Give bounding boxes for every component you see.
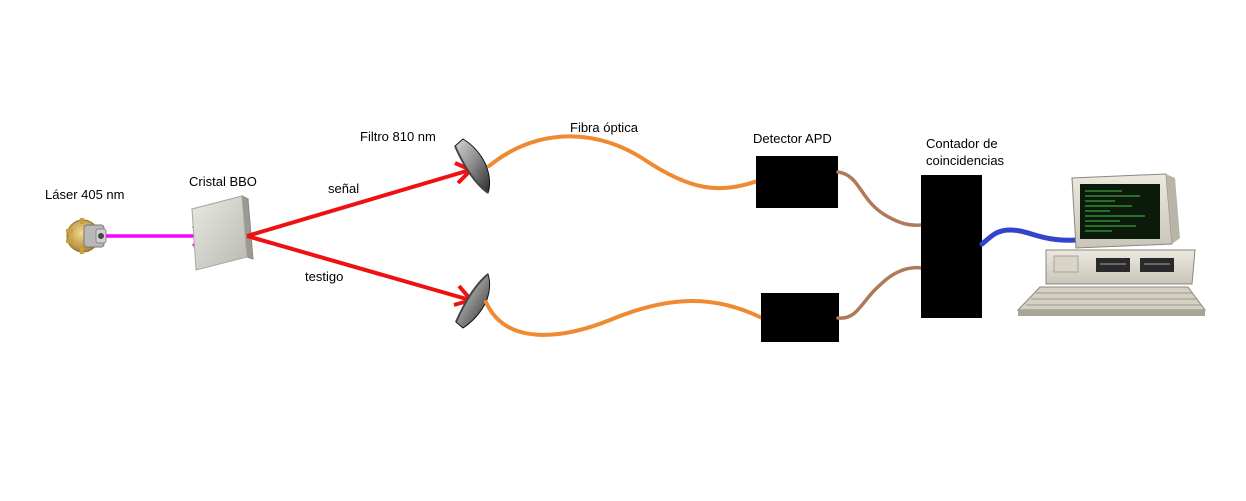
counter-label-line1: Contador de [926, 136, 998, 151]
detector-label: Detector APD [753, 131, 832, 146]
laser-label: Láser 405 nm [45, 187, 125, 202]
computer-cable [979, 227, 1081, 247]
idler-beam [246, 234, 475, 307]
crystal-label: Cristal BBO [189, 174, 257, 189]
fiber-label: Fibra óptica [570, 120, 639, 135]
electrical-cable-top [836, 170, 924, 227]
signal-label: señal [328, 181, 359, 196]
pump-beam [106, 224, 209, 248]
lens-filter-icon [454, 138, 491, 194]
detector-apd-box-top [756, 156, 838, 208]
lens-filter-icon [455, 273, 491, 329]
signal-beam [246, 161, 475, 238]
coincidence-counter-box [921, 175, 982, 318]
optical-fiber-top [487, 134, 762, 191]
electrical-cable-bottom [836, 265, 924, 320]
bbo-crystal-icon [190, 195, 254, 271]
filter-label: Filtro 810 nm [360, 129, 436, 144]
counter-label-line2: coincidencias [926, 153, 1005, 168]
optical-fiber-bottom [484, 299, 764, 337]
detector-apd-box-bottom [761, 293, 839, 342]
laser-diode-icon [66, 218, 107, 254]
desktop-computer-icon [1016, 173, 1206, 316]
idler-label: testigo [305, 269, 343, 284]
